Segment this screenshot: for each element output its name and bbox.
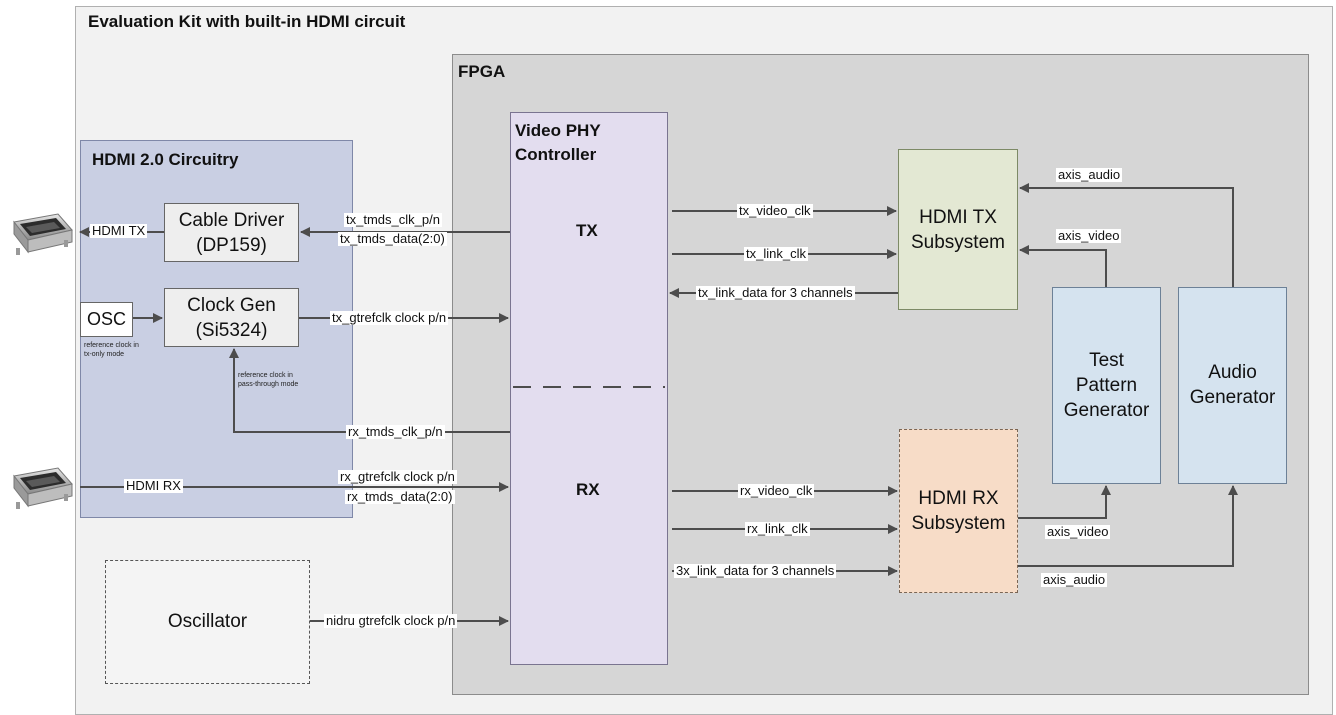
label-tx-gtrefclk: tx_gtrefclk clock p/n <box>330 310 449 325</box>
label-rx-tmds-clk: rx_tmds_clk_p/n <box>346 424 445 439</box>
fpga-title: FPGA <box>458 62 506 81</box>
label-tx-link-clk: tx_link_clk <box>744 246 808 261</box>
cable-driver-line1: Cable Driver <box>178 210 285 231</box>
oscillator-block: Oscillator <box>105 560 310 684</box>
wire-axis-audio-tx <box>1019 183 1234 287</box>
audio-gen-line1: Audio <box>1208 362 1257 383</box>
pass-note-line2: pass-through mode <box>238 381 299 388</box>
osc-block: OSC <box>80 302 133 337</box>
label-axis-audio-rx: axis_audio <box>1041 572 1108 587</box>
label-hdmi-tx: HDMI TX <box>90 223 148 238</box>
label-tx-tmds-clk: tx_tmds_clk_p/n <box>344 212 442 227</box>
tpg-line2: Pattern <box>1075 375 1138 396</box>
oscillator-label: Oscillator <box>167 611 248 632</box>
wire-axis-video-tx <box>1019 245 1107 287</box>
label-hdmi-rx: HDMI RX <box>124 478 183 493</box>
test-pattern-generator-block: Test Pattern Generator <box>1052 287 1161 484</box>
clock-gen-line2: (Si5324) <box>195 320 268 341</box>
wire-axis-audio-rx <box>1018 485 1238 567</box>
hdmi-tx-connector-image <box>13 213 73 255</box>
hdmi-rx-connector-image <box>13 467 73 509</box>
vphy-tx-label: TX <box>576 221 598 240</box>
label-rx-video-clk: rx_video_clk <box>738 483 815 498</box>
label-tx-video-clk: tx_video_clk <box>737 203 813 218</box>
audio-gen-line2: Generator <box>1189 387 1276 408</box>
clock-gen-block: Clock Gen (Si5324) <box>164 288 299 347</box>
hdmi-tx-subsystem-block: HDMI TX Subsystem <box>898 149 1018 310</box>
label-tx-tmds-data: tx_tmds_data(2:0) <box>338 231 447 246</box>
hdmi-tx-line2: Subsystem <box>911 232 1005 253</box>
wire-axis-video-rx <box>1018 485 1111 519</box>
label-axis-video-tx: axis_video <box>1056 228 1122 243</box>
hdmi-rx-line1: HDMI RX <box>918 488 999 509</box>
label-rx-gtrefclk: rx_gtrefclk clock p/n <box>338 469 457 484</box>
vphy-title-line1: Video PHY <box>515 121 601 140</box>
label-rx-link-clk: rx_link_clk <box>745 521 810 536</box>
video-phy-controller-block <box>510 112 668 665</box>
wire-rx-tmds-clk-to-clock-gen <box>229 348 510 433</box>
hdmi-rx-line2: Subsystem <box>911 513 1006 534</box>
label-nidru-gtrefclk: nidru gtrefclk clock p/n <box>324 613 458 628</box>
audio-generator-block: Audio Generator <box>1178 287 1287 484</box>
tpg-line1: Test <box>1089 350 1124 371</box>
tpg-line3: Generator <box>1063 400 1150 421</box>
label-axis-video-rx: axis_video <box>1045 524 1111 539</box>
osc-label: OSC <box>86 309 126 329</box>
clock-gen-line1: Clock Gen <box>187 295 276 316</box>
kit-title: Evaluation Kit with built-in HDMI circui… <box>88 12 406 31</box>
label-axis-audio-tx: axis_audio <box>1056 167 1123 182</box>
hdmi-tx-line1: HDMI TX <box>919 207 997 228</box>
label-tx-link-data: tx_link_data for 3 channels <box>696 285 855 300</box>
hdmi-rx-subsystem-block: HDMI RX Subsystem <box>899 429 1018 593</box>
pass-note-line1: reference clock in <box>238 372 293 379</box>
hdmi-circuitry-title: HDMI 2.0 Circuitry <box>92 150 239 169</box>
label-rx-tmds-data: rx_tmds_data(2:0) <box>345 489 455 504</box>
vphy-rx-label: RX <box>576 480 600 499</box>
osc-note-line2: tx-only mode <box>84 351 125 358</box>
vphy-title-line2: Controller <box>515 145 597 164</box>
cable-driver-line2: (DP159) <box>196 235 267 256</box>
osc-note-line1: reference clock in <box>84 342 139 349</box>
cable-driver-block: Cable Driver (DP159) <box>164 203 299 262</box>
label-rx-link-data: 3x_link_data for 3 channels <box>674 563 837 578</box>
